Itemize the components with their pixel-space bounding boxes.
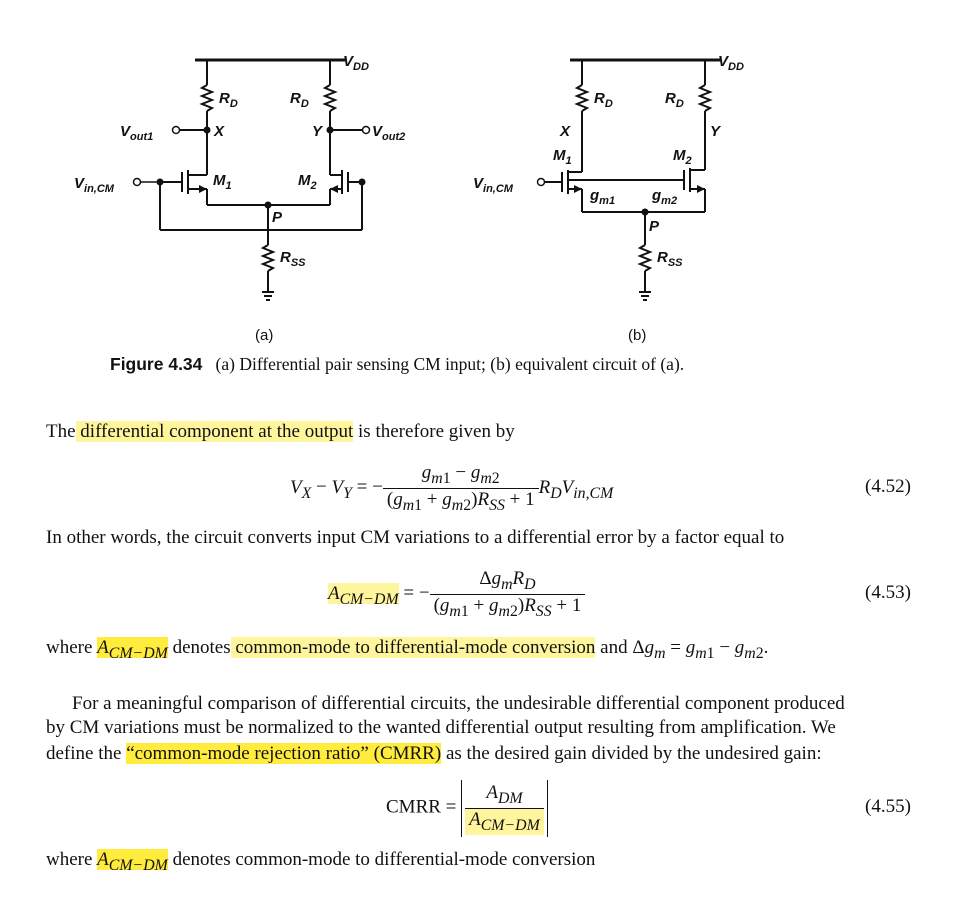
rd-left-label-b: RD — [594, 90, 613, 110]
m2-label-a: M2 — [298, 172, 317, 192]
rd-right-label-a: RD — [290, 90, 309, 110]
vdd-label-b: VDD — [718, 53, 744, 73]
x-node-label-b: X — [559, 123, 571, 140]
rd-left-label-a: RD — [219, 90, 238, 110]
vout2-label: Vout2 — [372, 123, 405, 143]
subfigure-a-label: (a) — [255, 327, 273, 344]
paragraph-where-acm: where ACM−DM denotes common-mode to diff… — [46, 637, 769, 662]
y-node-label-a: Y — [312, 123, 324, 140]
m1-label-a: M1 — [213, 172, 232, 192]
m2-label-b: M2 — [673, 147, 692, 167]
x-node-label-a: X — [213, 123, 225, 140]
equation-number-4-53: (4.53) — [865, 582, 911, 603]
m1-label-b: M1 — [553, 147, 572, 167]
highlight-differential-component: differential component at the output — [75, 421, 354, 442]
highlight-acm-dm-2: ACM−DM — [97, 849, 168, 874]
equation-number-4-55: (4.55) — [865, 796, 911, 817]
rd-right-label-b: RD — [665, 90, 684, 110]
caption-text: (a) Differential pair sensing CM input; … — [215, 354, 685, 374]
p-node-label-b: P — [649, 218, 660, 235]
vin-cm-label-b: Vin,CM — [473, 175, 514, 195]
rss-label-a: RSS — [280, 249, 306, 269]
p-node-label-a: P — [272, 209, 283, 226]
paragraph-cmrr-line3: define the “common-mode rejection ratio”… — [46, 743, 822, 764]
highlight-cm-dm-conversion: common-mode to differential-mode convers… — [230, 637, 596, 658]
gm2-label: gm2 — [651, 187, 677, 207]
vdd-label-a: VDD — [343, 53, 369, 73]
figure-caption: Figure 4.34 (a) Differential pair sensin… — [110, 354, 684, 375]
highlight-acm-dm-1: ACM−DM — [97, 637, 168, 662]
gm1-label: gm1 — [589, 187, 615, 207]
paragraph-conversion: In other words, the circuit converts inp… — [46, 527, 785, 548]
vin-cm-label-a: Vin,CM — [74, 175, 115, 195]
rss-label-b: RSS — [657, 249, 683, 269]
circuit-a — [159, 58, 363, 301]
y-node-label-b: Y — [710, 123, 722, 140]
figure-number: Figure 4.34 — [110, 354, 203, 374]
subfigure-b-label: (b) — [628, 327, 646, 344]
circuit-b — [545, 58, 720, 301]
paragraph-intro: The differential component at the output… — [46, 421, 515, 442]
equation-number-4-52: (4.52) — [865, 476, 911, 497]
circuit-figure: VDD RD RD X Y Vout1 Vout2 Vin,CM M1 M2 P… — [74, 53, 744, 344]
vout1-label: Vout1 — [120, 123, 153, 143]
paragraph-cmrr-line2: by CM variations must be normalized to t… — [46, 717, 836, 738]
paragraph-cmrr-line1: For a meaningful comparison of different… — [72, 693, 845, 714]
highlight-cmrr-term: “common-mode rejection ratio” (CMRR) — [126, 743, 442, 764]
paragraph-final: where ACM−DM denotes common-mode to diff… — [46, 849, 596, 874]
equation-4-53: ACM−DM = −ΔgmRD(gm1 + gm2)RSS + 1 — [328, 568, 586, 621]
